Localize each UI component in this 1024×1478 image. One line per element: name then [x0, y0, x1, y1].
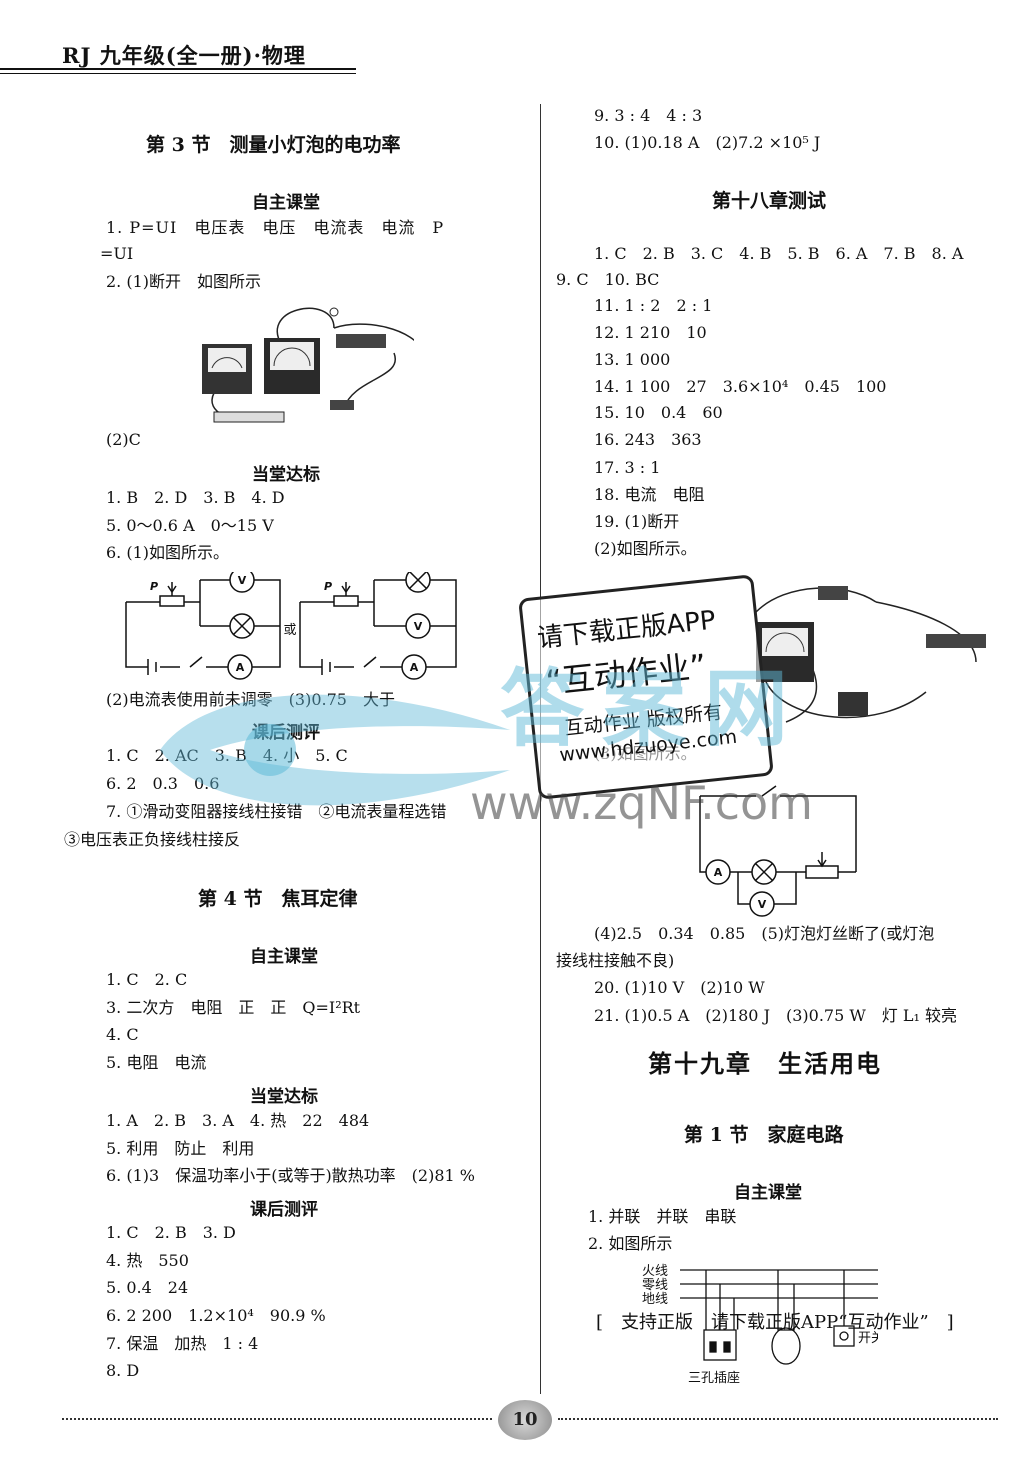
- answer-line: 3. 二次方 电阻 正 正 Q=I²Rt: [106, 998, 361, 1017]
- answer-line: 2. 如图所示: [588, 1234, 673, 1253]
- switch-label: 开关: [858, 1331, 878, 1346]
- answer-line: 6. (1)如图所示。: [106, 543, 230, 562]
- chapter-test-title: 第十八章测试: [712, 190, 827, 212]
- answer-line: (2)C: [106, 430, 141, 449]
- svg-text:A: A: [236, 661, 245, 674]
- answer-line: 6. 2 200 1.2×10⁴ 90.9 %: [106, 1306, 326, 1325]
- svg-text:A: A: [410, 661, 419, 674]
- watermark-text: “互动作业”: [543, 646, 709, 702]
- support-banner: [ 支持正版 请下载正版APP“互动作业” ]: [596, 1312, 954, 1333]
- socket-label: 三孔插座: [688, 1371, 740, 1386]
- answer-line: 接线柱接触不良): [556, 951, 675, 970]
- answer-line: 21. (1)0.5 A (2)180 J (3)0.75 W 灯 L₁ 较亮: [594, 1006, 958, 1025]
- subsection-title: 自主课堂: [250, 947, 318, 967]
- subsection-title: 当堂达标: [250, 1087, 318, 1107]
- answer-line: ③电压表正负接线柱接反: [64, 830, 241, 849]
- wire-label-live: 火线: [642, 1264, 668, 1279]
- answer-line: (2)如图所示。: [594, 539, 697, 558]
- section-title: 第 1 节 家庭电路: [684, 1124, 844, 1146]
- svg-text:P: P: [324, 580, 332, 593]
- svg-text:V: V: [414, 620, 423, 633]
- subsection-title: 课后测评: [250, 1200, 318, 1220]
- watermark-text: 请下载正版APP: [535, 605, 718, 655]
- subsection-title: 当堂达标: [252, 465, 320, 485]
- answer-line: 4. 热 550: [106, 1251, 189, 1270]
- answer-line: 16. 243 363: [594, 430, 702, 449]
- circuit-diagram-series: A V: [699, 785, 857, 917]
- svg-text:V: V: [758, 898, 767, 911]
- answer-line: 18. 电流 电阻: [594, 485, 705, 504]
- answer-line: =UI: [100, 244, 134, 263]
- footer-rule-right: [558, 1418, 998, 1420]
- answer-line: 11. 1 : 2 2 : 1: [594, 296, 713, 315]
- answer-line: (2)电流表使用前未调零 (3)0.75 大于: [106, 690, 395, 709]
- answer-line: 1. C 2. AC 3. B 4. 小 5. C: [106, 746, 348, 765]
- svg-text:V: V: [238, 574, 247, 587]
- svg-text:P: P: [150, 580, 158, 593]
- wire-label-neutral: 零线: [642, 1278, 668, 1293]
- answer-line: 20. (1)10 V (2)10 W: [594, 978, 765, 997]
- answer-line: 7. 保温 加热 1 : 4: [106, 1334, 259, 1353]
- answer-line: 5. 0.4 24: [106, 1278, 189, 1297]
- answer-line: (4)2.5 0.34 0.85 (5)灯泡灯丝断了(或灯泡: [594, 924, 935, 943]
- answer-line: 12. 1 210 10: [594, 323, 707, 342]
- answer-line: 1. C 2. B 3. C 4. B 5. B 6. A 7. B 8. A: [594, 244, 964, 263]
- answer-line: 13. 1 000: [594, 350, 671, 369]
- answer-line: 1. B 2. D 3. B 4. D: [106, 488, 285, 507]
- answer-line: 5. 利用 防止 利用: [106, 1139, 255, 1158]
- answer-line: 1. C 2. C: [106, 970, 188, 989]
- wire-label-ground: 地线: [642, 1292, 668, 1307]
- or-label: 或: [283, 623, 296, 638]
- answer-line: 8. D: [106, 1361, 140, 1380]
- header-rule-thin: [0, 73, 356, 74]
- answer-line: 6. 2 0.3 0.6: [106, 774, 220, 793]
- answer-line: 10. (1)0.18 A (2)7.2 ×10⁵ J: [594, 133, 821, 152]
- answer-line: 2. (1)断开 如图所示: [106, 272, 262, 291]
- answer-line: 1. C 2. B 3. D: [106, 1223, 236, 1242]
- answer-line: 5. 0～0.6 A 0～15 V: [106, 516, 274, 535]
- answer-line: 19. (1)断开: [594, 512, 680, 531]
- section-title: 第 3 节 测量小灯泡的电功率: [146, 134, 401, 156]
- answer-line: 1. 并联 并联 串联: [588, 1207, 737, 1226]
- running-header: RJ 九年级(全一册)·物理: [62, 43, 306, 68]
- subsection-title: 自主课堂: [734, 1183, 802, 1203]
- answer-line: (3)如图所示。: [594, 744, 697, 763]
- section-title: 第 4 节 焦耳定律: [198, 888, 358, 910]
- watermark-text: 互动作业 版权所有: [563, 701, 724, 740]
- answer-line: 9. C 10. BC: [556, 270, 660, 289]
- answer-line: 5. 电阻 电流: [106, 1053, 207, 1072]
- answer-line: 7. ①滑动变阻器接线柱接错 ②电流表量程选错: [106, 802, 447, 821]
- answer-line: 1. A 2. B 3. A 4. 热 22 484: [106, 1111, 370, 1130]
- column-divider: [540, 104, 541, 1394]
- answer-line: 1. P=UI 电压表 电压 电流表 电流 P: [106, 218, 445, 237]
- subsection-title: 自主课堂: [252, 193, 320, 213]
- page-number: 10: [498, 1400, 552, 1440]
- answer-line: 6. (1)3 保温功率小于(或等于)散热功率 (2)81 %: [106, 1166, 475, 1185]
- household-wiring-diagram: 火线 零线 地线 三孔插座 开关: [642, 1264, 878, 1386]
- chapter-title: 第十九章 生活用电: [648, 1049, 882, 1078]
- header-rule: [0, 68, 356, 70]
- answer-line: 4. C: [106, 1025, 139, 1044]
- subsection-title: 课后测评: [252, 723, 320, 743]
- footer-rule-left: [62, 1418, 492, 1420]
- circuit-apparatus-figure: [202, 307, 414, 423]
- answer-line: 14. 1 100 27 3.6×10⁴ 0.45 100: [594, 377, 887, 396]
- answer-line: 17. 3 : 1: [594, 458, 661, 477]
- circuit-apparatus-figure: [755, 586, 986, 723]
- answer-line: 15. 10 0.4 60: [594, 403, 723, 422]
- svg-text:A: A: [714, 866, 723, 879]
- circuit-diagrams: P P V A V A 或: [125, 572, 457, 680]
- answer-line: 9. 3 : 4 4 : 3: [594, 106, 703, 125]
